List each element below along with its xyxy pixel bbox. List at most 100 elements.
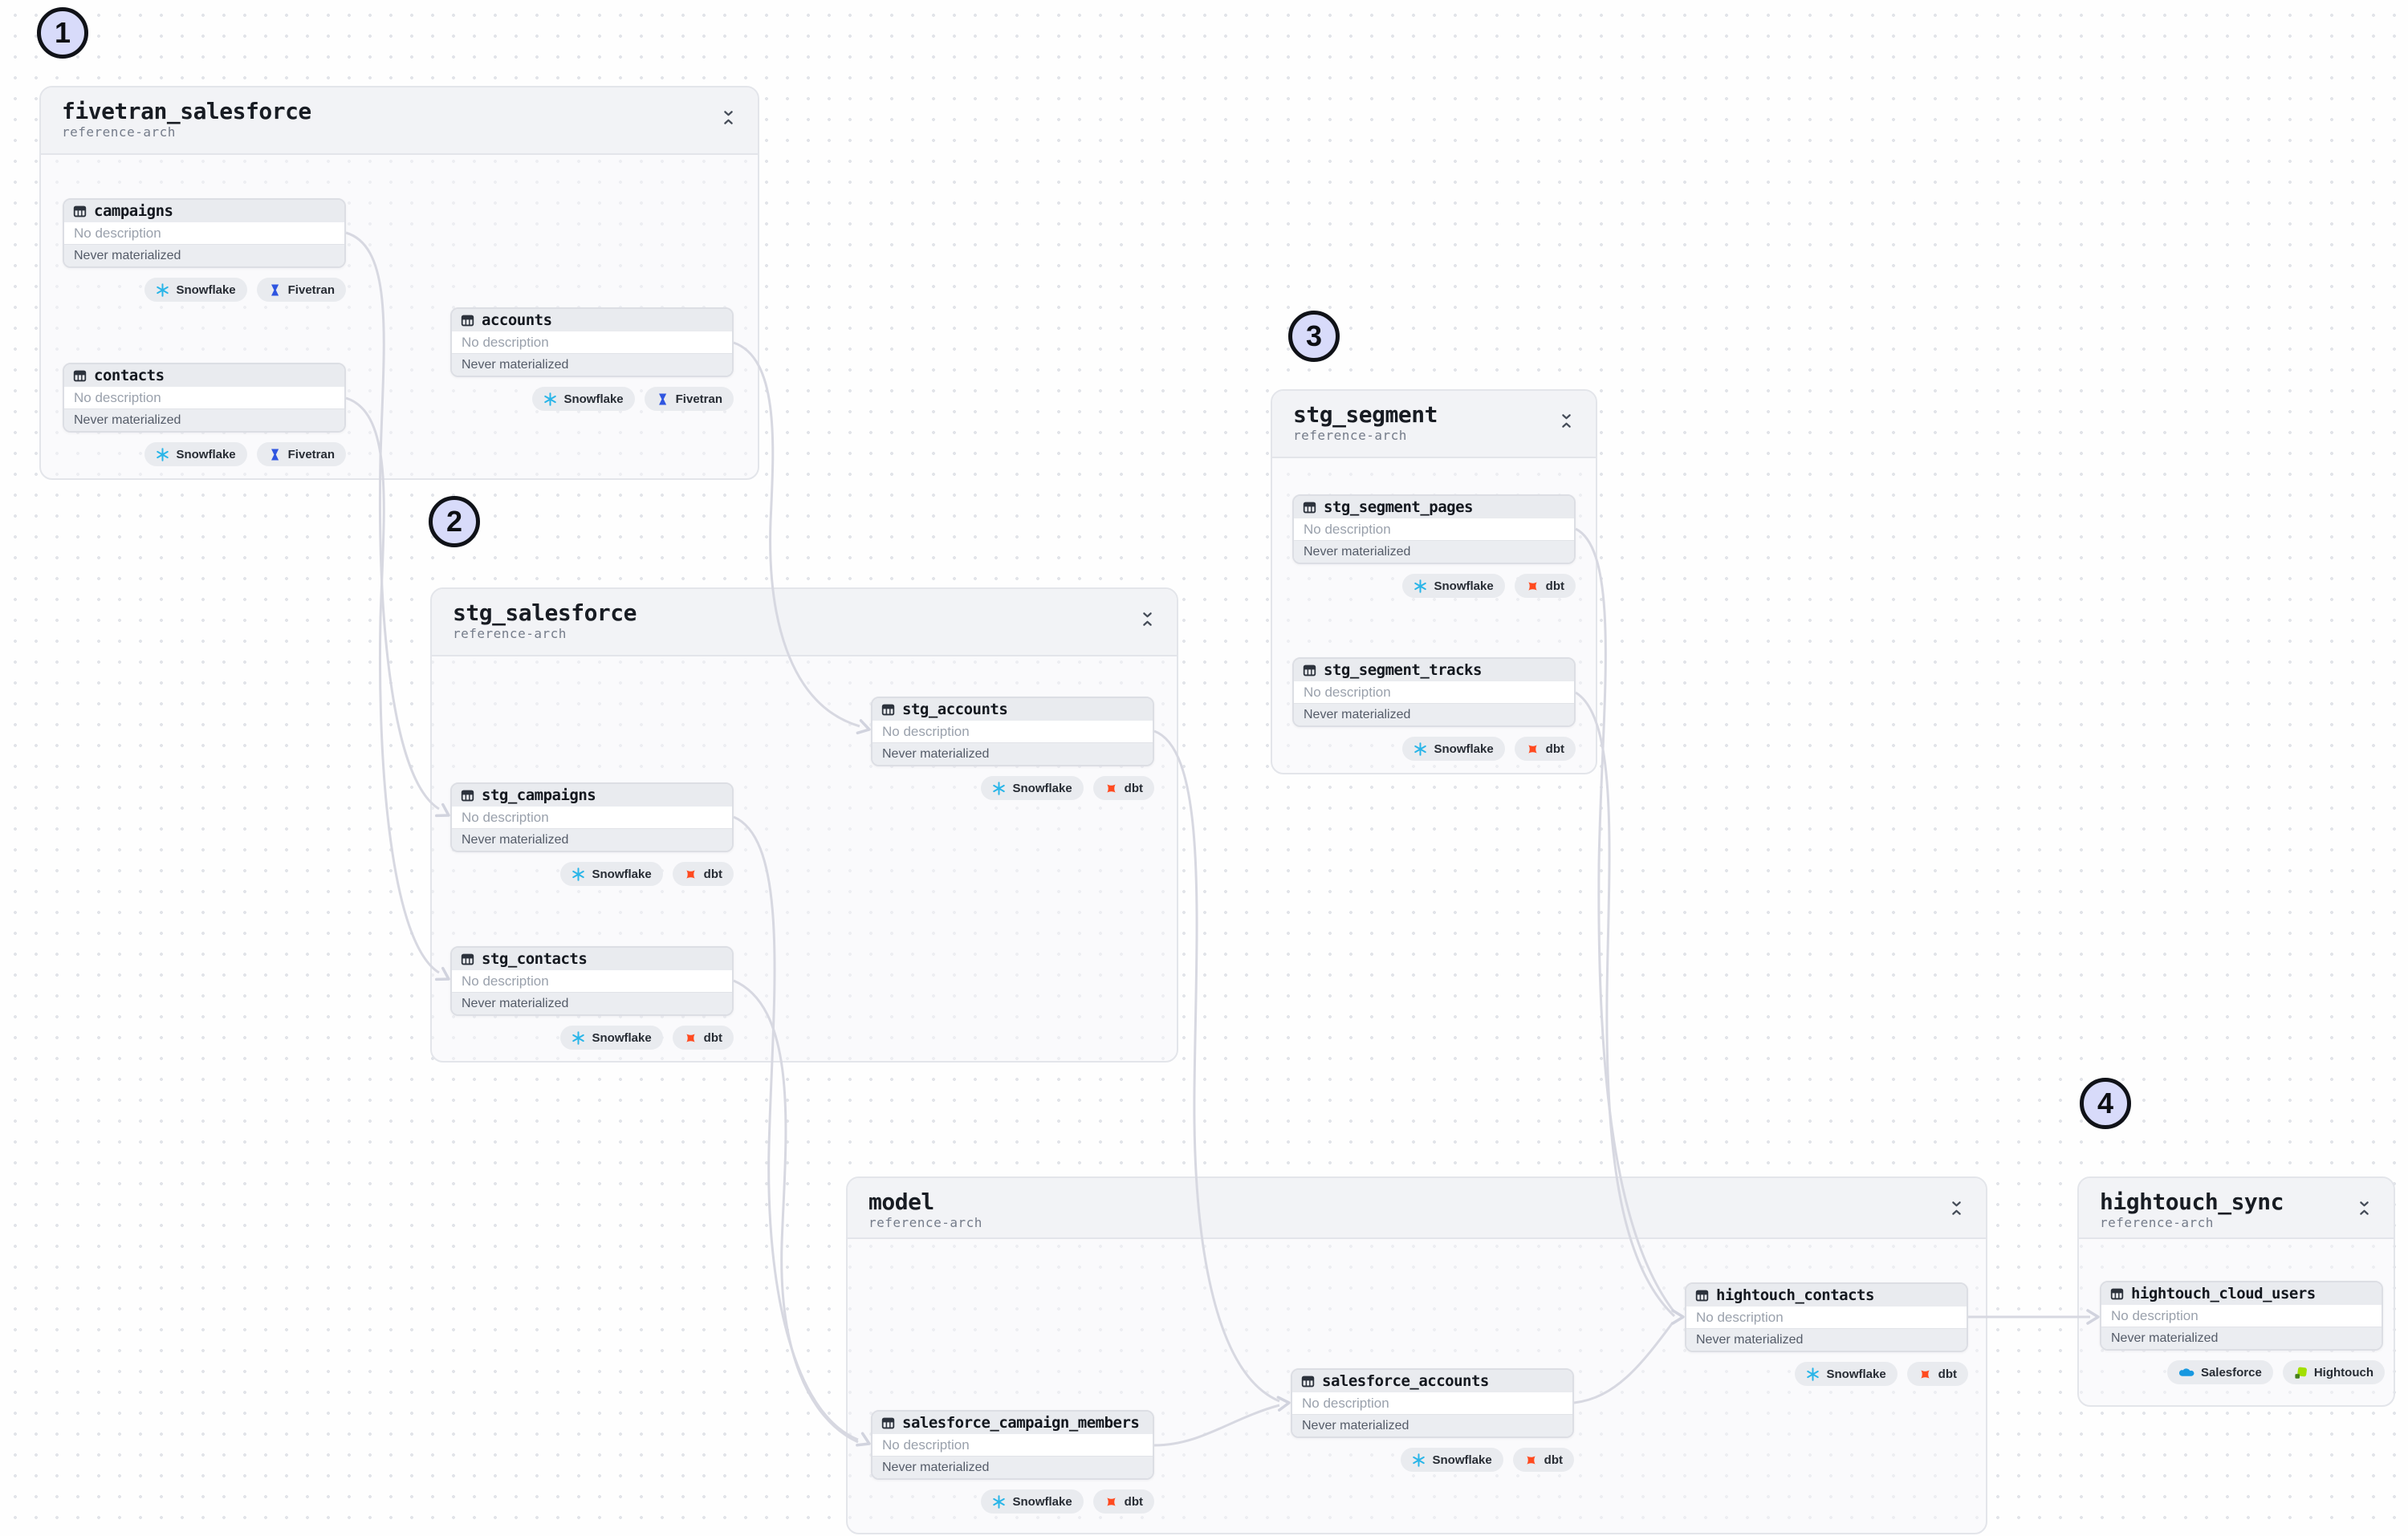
badge-dbt[interactable]: dbt [1092, 776, 1154, 800]
node-stg-campaigns[interactable]: stg_campaigns No description Never mater… [450, 782, 734, 852]
dbt-icon [1526, 742, 1540, 756]
node-description: No description [1292, 1392, 1572, 1414]
snowflake-icon [992, 1495, 1006, 1509]
badge-dbt[interactable]: dbt [672, 862, 734, 886]
badge-dbt[interactable]: dbt [672, 1026, 734, 1050]
dbt-icon [1104, 782, 1118, 795]
node-description: No description [64, 222, 344, 244]
snowflake-icon [1413, 579, 1427, 593]
table-icon [461, 953, 474, 966]
node-contacts[interactable]: contacts No description Never materializ… [63, 363, 346, 433]
collapse-group-button[interactable] [1136, 607, 1159, 632]
snowflake-icon [571, 868, 585, 881]
annotation-2: 2 [429, 496, 480, 547]
table-icon [881, 1416, 895, 1430]
badge-label: Fivetran [287, 447, 335, 461]
node-status: Never materialized [64, 408, 344, 431]
badge-snowflake[interactable]: Snowflake [1795, 1362, 1898, 1386]
table-icon [73, 205, 87, 218]
badge-label: dbt [1938, 1367, 1957, 1381]
badge-row: Snowflake dbt [981, 776, 1154, 800]
badge-snowflake[interactable]: Snowflake [1402, 737, 1505, 761]
node-accounts[interactable]: accounts No description Never materializ… [450, 307, 734, 377]
badge-label: Snowflake [1434, 579, 1494, 593]
node-salesforce-accounts[interactable]: salesforce_accounts No description Never… [1291, 1368, 1574, 1438]
badge-row: Snowflake dbt [1401, 1448, 1574, 1472]
annotation-number: 3 [1305, 319, 1323, 352]
badge-dbt[interactable]: dbt [1514, 574, 1576, 598]
badge-snowflake[interactable]: Snowflake [532, 387, 635, 411]
badge-fivetran[interactable]: Fivetran [256, 442, 346, 466]
badge-label: Snowflake [563, 392, 624, 406]
group-title-block: stg_salesforce reference-arch [453, 600, 637, 642]
node-title: salesforce_accounts [1322, 1372, 1489, 1390]
node-title: stg_segment_tracks [1324, 661, 1482, 679]
node-header: stg_segment_pages [1294, 496, 1574, 518]
collapse-icon [1560, 413, 1573, 429]
badge-snowflake[interactable]: Snowflake [144, 442, 247, 466]
fivetran-icon [268, 448, 282, 461]
table-icon [1303, 501, 1316, 514]
node-stg-contacts[interactable]: stg_contacts No description Never materi… [450, 946, 734, 1016]
annotation-number: 1 [54, 16, 71, 49]
node-title: campaigns [94, 202, 173, 220]
node-hightouch-contacts[interactable]: hightouch_contacts No description Never … [1685, 1282, 1968, 1352]
badge-snowflake[interactable]: Snowflake [981, 1489, 1084, 1514]
node-hightouch-cloud-users[interactable]: hightouch_cloud_users No description Nev… [2100, 1281, 2383, 1351]
badge-dbt[interactable]: dbt [1514, 737, 1576, 761]
collapse-group-button[interactable] [1945, 1196, 1968, 1221]
group-header: stg_salesforce reference-arch [432, 589, 1177, 656]
collapse-group-button[interactable] [2353, 1196, 2376, 1221]
badge-dbt[interactable]: dbt [1092, 1489, 1154, 1514]
collapse-group-button[interactable] [1555, 408, 1578, 433]
node-stg-segment-pages[interactable]: stg_segment_pages No description Never m… [1292, 494, 1576, 564]
badge-label: Snowflake [592, 867, 652, 881]
node-title: hightouch_cloud_users [2131, 1285, 2316, 1302]
table-icon [2110, 1287, 2124, 1301]
badge-row: Salesforce Hightouch [2166, 1360, 2385, 1384]
group-title-block: model reference-arch [868, 1189, 982, 1231]
badge-snowflake[interactable]: Snowflake [560, 862, 663, 886]
badge-dbt[interactable]: dbt [1512, 1448, 1574, 1472]
node-status: Never materialized [452, 828, 732, 851]
node-title: stg_accounts [902, 701, 1008, 718]
badge-salesforce[interactable]: Salesforce [2166, 1360, 2273, 1384]
collapse-group-button[interactable] [717, 105, 740, 130]
node-status: Never materialized [1294, 703, 1574, 725]
badge-snowflake[interactable]: Snowflake [981, 776, 1084, 800]
badge-snowflake[interactable]: Snowflake [560, 1026, 663, 1050]
badge-label: dbt [1545, 742, 1564, 756]
node-stg-accounts[interactable]: stg_accounts No description Never materi… [871, 697, 1154, 766]
group-subtitle: reference-arch [62, 124, 176, 140]
node-description: No description [1294, 518, 1574, 540]
node-header: hightouch_cloud_users [2101, 1282, 2382, 1305]
node-header: hightouch_contacts [1686, 1284, 1967, 1306]
badge-fivetran[interactable]: Fivetran [256, 278, 346, 302]
node-salesforce-campaign-members[interactable]: salesforce_campaign_members No descripti… [871, 1410, 1154, 1480]
snowflake-icon [1412, 1453, 1426, 1467]
badge-hightouch[interactable]: Hightouch [2282, 1360, 2385, 1384]
annotation-3: 3 [1288, 311, 1340, 362]
badge-row: Snowflake dbt [560, 862, 734, 886]
node-header: salesforce_campaign_members [872, 1412, 1153, 1434]
snowflake-icon [156, 283, 169, 297]
group-model[interactable]: model reference-arch [846, 1176, 1987, 1534]
badge-snowflake[interactable]: Snowflake [1402, 574, 1505, 598]
badge-fivetran[interactable]: Fivetran [644, 387, 734, 411]
badge-snowflake[interactable]: Snowflake [1401, 1448, 1503, 1472]
node-title: hightouch_contacts [1716, 1286, 1874, 1304]
node-campaigns[interactable]: campaigns No description Never materiali… [63, 198, 346, 268]
node-header: contacts [64, 364, 344, 387]
node-status: Never materialized [1294, 540, 1574, 563]
group-subtitle: reference-arch [453, 626, 567, 641]
badge-dbt[interactable]: dbt [1906, 1362, 1968, 1386]
badge-snowflake[interactable]: Snowflake [144, 278, 247, 302]
group-title: model [868, 1189, 934, 1215]
node-stg-segment-tracks[interactable]: stg_segment_tracks No description Never … [1292, 657, 1576, 727]
snowflake-icon [1413, 742, 1427, 756]
badge-label: dbt [703, 867, 722, 881]
node-header: stg_contacts [452, 948, 732, 970]
node-header: accounts [452, 309, 732, 331]
snowflake-icon [1806, 1367, 1820, 1381]
